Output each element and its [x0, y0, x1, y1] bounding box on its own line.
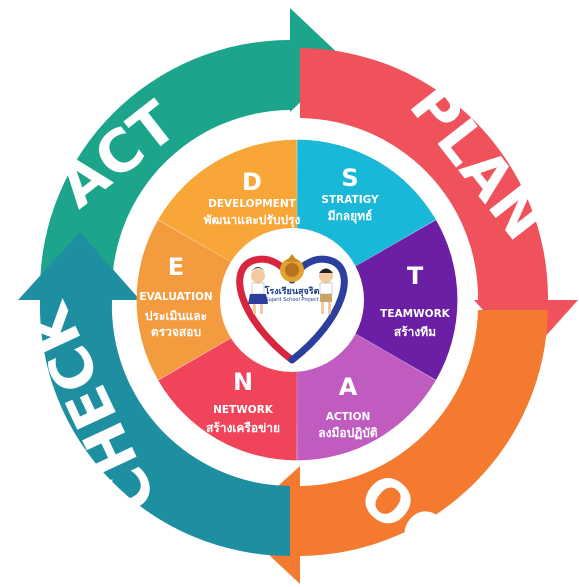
segment-evaluation: [136, 220, 297, 380]
boy-figure-icon: [319, 268, 333, 314]
evaluation-letter: E: [168, 253, 184, 281]
evaluation-english: EVALUATION: [139, 291, 212, 303]
segment-teamwork: [297, 220, 458, 380]
development-english: DEVELOPMENT: [208, 198, 297, 210]
action-english: ACTION: [326, 411, 371, 423]
teamwork-english: TEAMWORK: [380, 308, 451, 320]
evaluation-thai-line2: ตรวจสอบ: [151, 325, 201, 339]
check-arrow: [18, 232, 290, 557]
logo-name: โรงเรียนสุจริต: [264, 285, 320, 297]
development-letter: D: [242, 168, 262, 196]
development-thai: พัฒนาและปรับปรุง: [204, 213, 301, 228]
red-heart-icon: [236, 255, 296, 364]
school-emblem-icon: [280, 254, 304, 282]
teamwork-thai: สร้างทีม: [394, 325, 436, 339]
do-arrow: [236, 310, 548, 584]
teamwork-letter: T: [407, 262, 424, 290]
girl-figure-icon: [248, 267, 268, 314]
blue-heart-icon: [288, 255, 348, 364]
strategy-english: STRATIGY: [321, 194, 379, 206]
action-letter: A: [339, 373, 358, 401]
center-logo: โรงเรียนสุจริต Sujarit School Project: [236, 254, 348, 364]
network-english: NETWORK: [213, 404, 274, 416]
act-arrow: [40, 8, 345, 290]
evaluation-thai-line1: ประเมินและ: [145, 309, 207, 323]
logo-subtitle: Sujarit School Project: [265, 297, 318, 303]
strategy-letter: S: [341, 164, 358, 192]
network-thai: สร้างเครือข่าย: [206, 421, 280, 435]
network-letter: N: [233, 368, 253, 396]
center-circle: [220, 228, 364, 372]
strategy-thai: มีกลยุทธ์: [328, 209, 373, 224]
action-thai: ลงมือปฏิบัติ: [318, 426, 378, 440]
plan-arrow: [300, 48, 578, 358]
